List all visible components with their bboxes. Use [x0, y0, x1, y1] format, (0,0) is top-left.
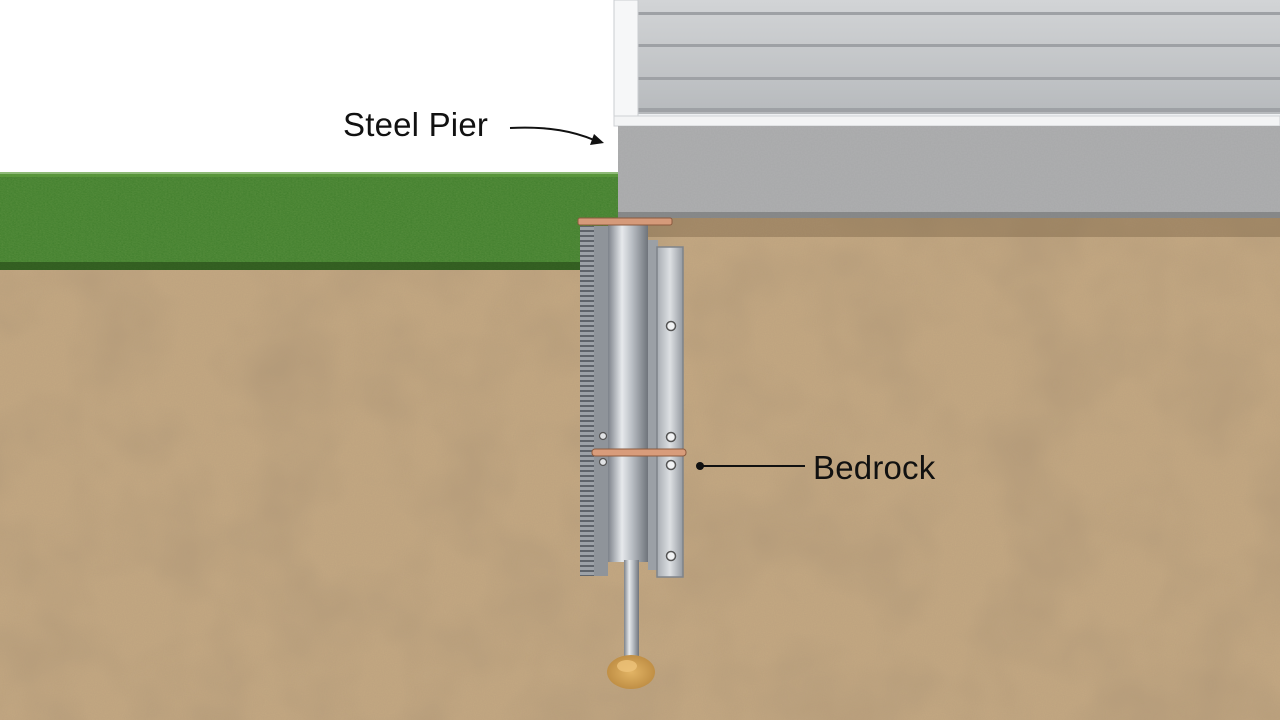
- house-siding: [613, 0, 1280, 127]
- arrow-icon: [509, 126, 604, 145]
- leader-line-icon: [696, 462, 805, 470]
- concrete-foundation: [618, 126, 1280, 218]
- steel-pier: [577, 217, 687, 660]
- steel-pier-label: Steel Pier: [343, 106, 489, 143]
- bedrock-tip: [607, 655, 655, 689]
- grass-lawn: [0, 172, 620, 270]
- bedrock-label: Bedrock: [813, 449, 936, 486]
